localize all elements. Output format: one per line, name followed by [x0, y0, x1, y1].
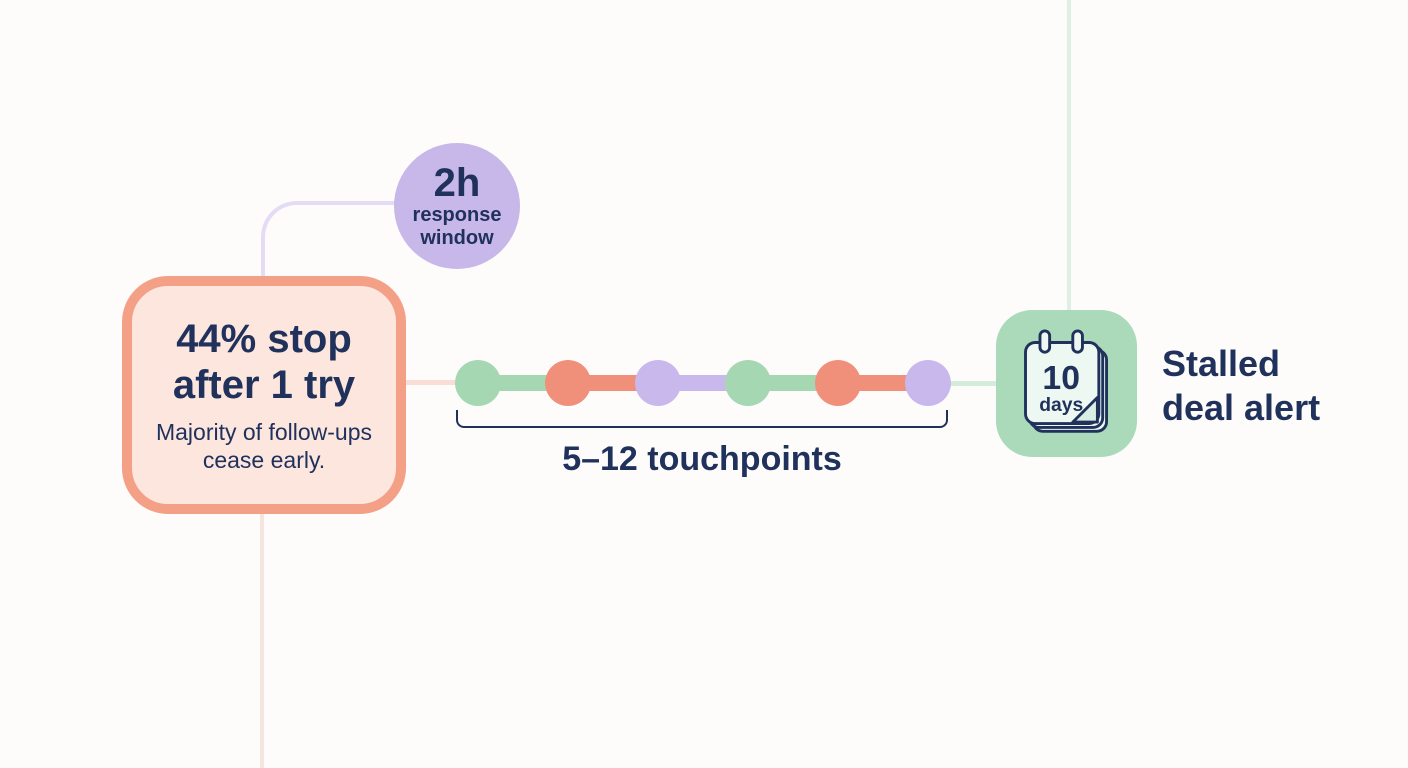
alert-drop-line — [1067, 0, 1071, 311]
touchpoint-dot — [905, 360, 951, 406]
response-window-label-line1: response — [412, 204, 502, 226]
touchpoint-timeline — [455, 360, 951, 406]
stalled-alert-label-line1: Stalled — [1162, 343, 1281, 384]
stat-card-subtitle: Majority of follow-ups cease early. — [156, 419, 372, 473]
stat-card: 44% stop after 1 try Majority of follow-… — [122, 276, 406, 514]
touchpoint-dot — [635, 360, 681, 406]
response-window-bubble: 2h response window — [394, 143, 520, 269]
stat-card-title-line2: after 1 try — [172, 363, 356, 408]
calendar-days-value: 10 — [1042, 358, 1080, 396]
range-bracket — [456, 410, 948, 428]
touchpoint-range-label: 5–12 touchpoints — [562, 440, 842, 478]
touchpoint-dot — [815, 360, 861, 406]
stat-card-subtitle-line1: Majority of follow-ups — [155, 419, 373, 446]
calendar-fold-corner — [1070, 395, 1099, 424]
bubble-connector-line — [261, 201, 395, 279]
card-drop-line — [260, 513, 264, 768]
touchpoint-dot — [545, 360, 591, 406]
response-window-label-line2: window — [420, 227, 494, 249]
stalled-alert-label: Stalled deal alert — [1162, 342, 1320, 430]
calendar-days-unit: days — [1039, 395, 1083, 416]
calendar-ring-right — [1070, 328, 1084, 354]
calendar-ring-left — [1038, 328, 1051, 354]
calendar-page-front — [1023, 340, 1100, 425]
stat-card-subtitle-line2: cease early. — [202, 446, 326, 473]
timeline-alert-link-line — [948, 381, 998, 386]
stat-card-title: 44% stop after 1 try — [173, 316, 355, 408]
touchpoint-dot — [725, 360, 771, 406]
touchpoint-dot — [455, 360, 501, 406]
stalled-alert-label-line2: deal alert — [1162, 386, 1321, 428]
response-window-label: response window — [413, 204, 502, 250]
card-timeline-link-line — [406, 380, 458, 385]
stalled-alert-card: 10 days — [996, 310, 1137, 457]
response-window-value: 2h — [433, 161, 481, 205]
stat-card-title-line1: 44% stop — [176, 317, 352, 362]
calendar-icon: 10 days — [1023, 328, 1108, 433]
